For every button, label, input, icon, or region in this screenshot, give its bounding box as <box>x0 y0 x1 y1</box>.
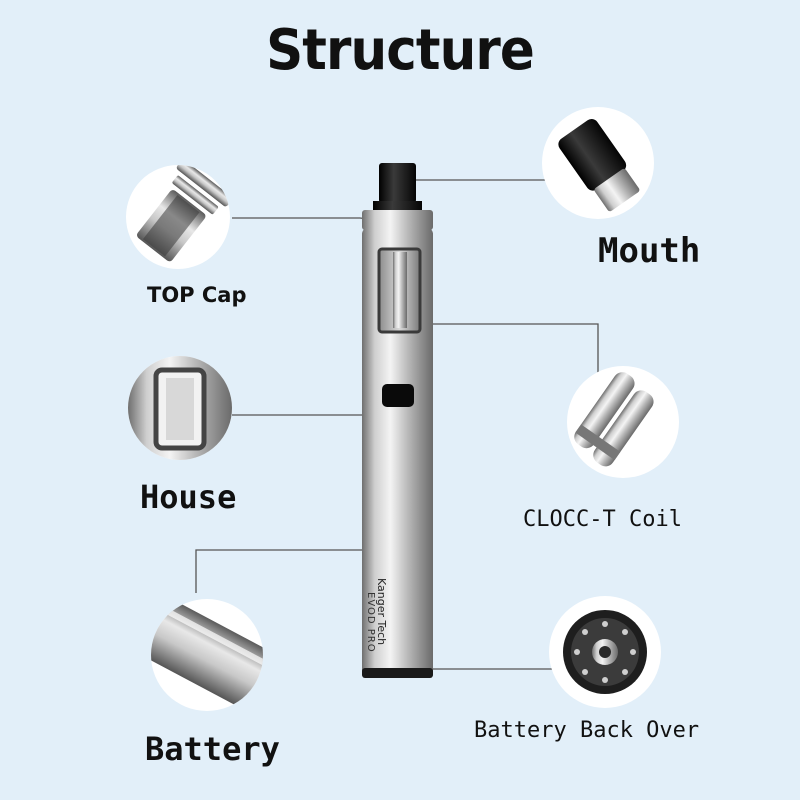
label-house: House <box>140 478 237 516</box>
inner-coil <box>393 252 407 328</box>
house-image <box>128 356 232 460</box>
label-battery: Battery <box>145 730 280 768</box>
device-model: EVOD PRO <box>365 592 376 653</box>
top-cap-ring <box>362 210 433 230</box>
label-top-cap: TOP Cap <box>147 283 247 307</box>
pen-body <box>362 228 433 676</box>
page-title: Structure <box>266 18 535 83</box>
label-battery-back-cover: Battery Back Over <box>474 718 700 743</box>
mouth-image <box>558 118 640 212</box>
label-mouth: Mouth <box>598 231 701 271</box>
coil-image <box>574 372 654 467</box>
back-cover-image <box>563 610 647 694</box>
vape-pen <box>362 163 433 678</box>
connector-coil <box>412 323 599 383</box>
fire-button <box>382 384 414 407</box>
device-brand: Kanger Tech <box>375 578 388 646</box>
top-cap-image <box>137 165 230 262</box>
connector-top-cap <box>232 217 369 220</box>
connector-battery <box>195 549 370 593</box>
drip-tip <box>379 163 416 203</box>
label-coil: CLOCC-T Coil <box>523 507 682 532</box>
